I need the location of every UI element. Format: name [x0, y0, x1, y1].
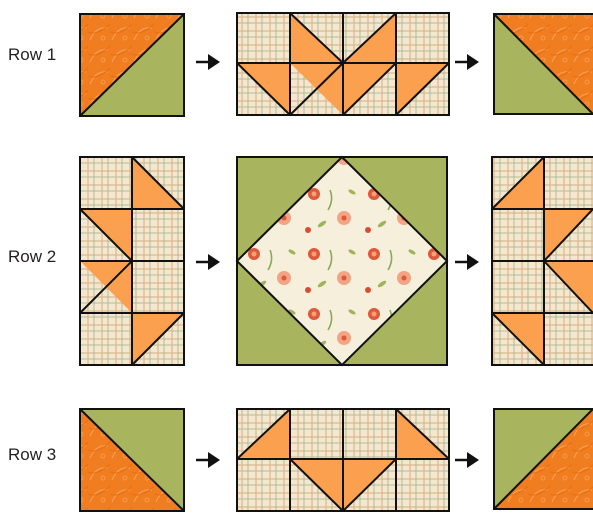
arrow-right-icon: [455, 254, 479, 270]
row-2-block-1: [80, 157, 184, 365]
row-3-block-1: [80, 409, 184, 511]
row-1-block-3: [494, 14, 593, 114]
row-3-block-3: [494, 409, 593, 509]
row-3-block-2: [237, 409, 449, 511]
row-2-block-3: [492, 157, 593, 365]
row-2-label: Row 2: [8, 247, 56, 266]
row-1-block-2: [237, 13, 449, 115]
row-1-label: Row 1: [8, 45, 56, 64]
row-3-label: Row 3: [8, 445, 56, 464]
row-2-center-block: [237, 157, 447, 365]
row-1-block-1: [80, 14, 184, 116]
arrow-right-icon: [196, 54, 220, 70]
arrow-right-icon: [455, 452, 479, 468]
arrow-right-icon: [196, 254, 220, 270]
arrow-right-icon: [196, 452, 220, 468]
arrow-right-icon: [455, 54, 479, 70]
